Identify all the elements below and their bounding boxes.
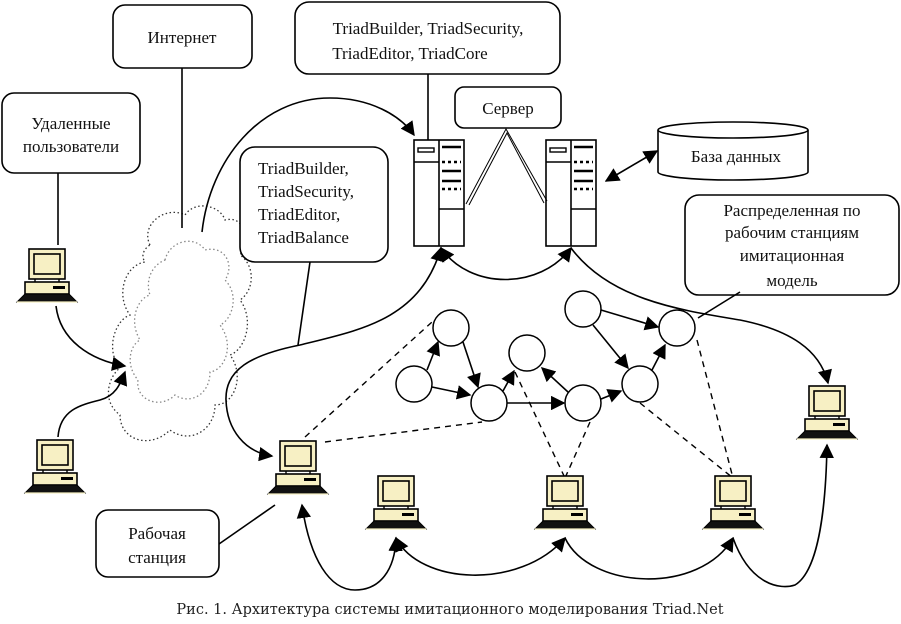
client-modules-pointer-line bbox=[297, 261, 311, 346]
server-workstation-link bbox=[225, 246, 445, 462]
model-pointer-line bbox=[697, 291, 741, 319]
workstation-label-line2: станция bbox=[128, 548, 186, 567]
client-modules-line3: TriadEditor, bbox=[258, 205, 340, 224]
model-node bbox=[621, 365, 659, 403]
remote-users-label-box bbox=[1, 92, 141, 174]
distributed-model-line1: Распределенная по bbox=[723, 201, 860, 220]
server-right-pc-link bbox=[570, 247, 832, 385]
client-modules-line4: TriadBalance bbox=[258, 228, 349, 247]
internet-label: Интернет bbox=[148, 28, 217, 47]
ws-link-3 bbox=[564, 536, 734, 580]
workstation-computer-icon bbox=[365, 475, 427, 530]
mapping-line bbox=[639, 402, 734, 479]
model-node bbox=[658, 309, 696, 347]
remote-user-computer-icon bbox=[24, 439, 86, 494]
model-node bbox=[432, 309, 470, 347]
ws-link-1 bbox=[296, 503, 403, 591]
ws-link-2 bbox=[395, 536, 566, 576]
workstation-computer-icon bbox=[796, 385, 858, 440]
workstation-computer-icon bbox=[702, 475, 764, 530]
remote-user-computer-icon bbox=[16, 248, 78, 303]
distributed-model-line4: модель bbox=[766, 271, 817, 290]
distributed-model-label-box bbox=[684, 194, 900, 296]
workstation-computer-icon bbox=[534, 475, 596, 530]
model-graph bbox=[395, 290, 696, 422]
model-node bbox=[508, 334, 546, 372]
server-label: Сервер bbox=[482, 99, 534, 118]
server-modules-line1: TriadBuilder, TriadSecurity, bbox=[333, 19, 524, 38]
figure-caption: Рис. 1. Архитектура системы имитационног… bbox=[176, 602, 723, 618]
server-modules-line2: TriadEditor, TriadCore bbox=[332, 44, 487, 63]
remote-pc1-cloud-link bbox=[55, 305, 127, 371]
server-icon-2 bbox=[544, 138, 598, 248]
mapping-line bbox=[564, 421, 591, 479]
internet-cloud bbox=[107, 205, 252, 442]
remote-pc2-cloud-link bbox=[57, 370, 128, 438]
model-edges bbox=[426, 309, 666, 411]
server-label-box bbox=[454, 86, 562, 129]
remote-users-label-line1: Удаленные bbox=[31, 114, 110, 133]
client-modules-line1: TriadBuilder, bbox=[258, 159, 349, 178]
ws-link-4 bbox=[732, 443, 834, 588]
server-connector bbox=[465, 127, 548, 206]
distributed-model-line3: имитационная bbox=[740, 246, 845, 265]
workstation-pointer-line bbox=[218, 504, 276, 545]
workstation-label-line1: Рабочая bbox=[128, 524, 186, 543]
model-node bbox=[395, 365, 433, 403]
database-icon bbox=[657, 121, 809, 181]
database-label: База данных bbox=[691, 147, 782, 166]
remote-users-label-line2: пользователи bbox=[23, 137, 119, 156]
server-icon-1 bbox=[412, 138, 466, 248]
workstation-computer-icon bbox=[267, 440, 329, 495]
server-modules-label-box bbox=[294, 1, 561, 75]
server-database-link bbox=[604, 150, 659, 182]
cloud-to-server-link bbox=[201, 97, 415, 233]
server-server-link bbox=[440, 246, 572, 281]
distributed-model-line2: рабочим станциям bbox=[725, 223, 859, 242]
model-node bbox=[564, 384, 602, 422]
mapping-line bbox=[696, 339, 734, 479]
model-node bbox=[564, 290, 602, 328]
mapping-line bbox=[324, 421, 483, 443]
mapping-line bbox=[514, 371, 566, 479]
client-modules-line2: TriadSecurity, bbox=[258, 182, 354, 201]
model-node bbox=[470, 384, 508, 422]
